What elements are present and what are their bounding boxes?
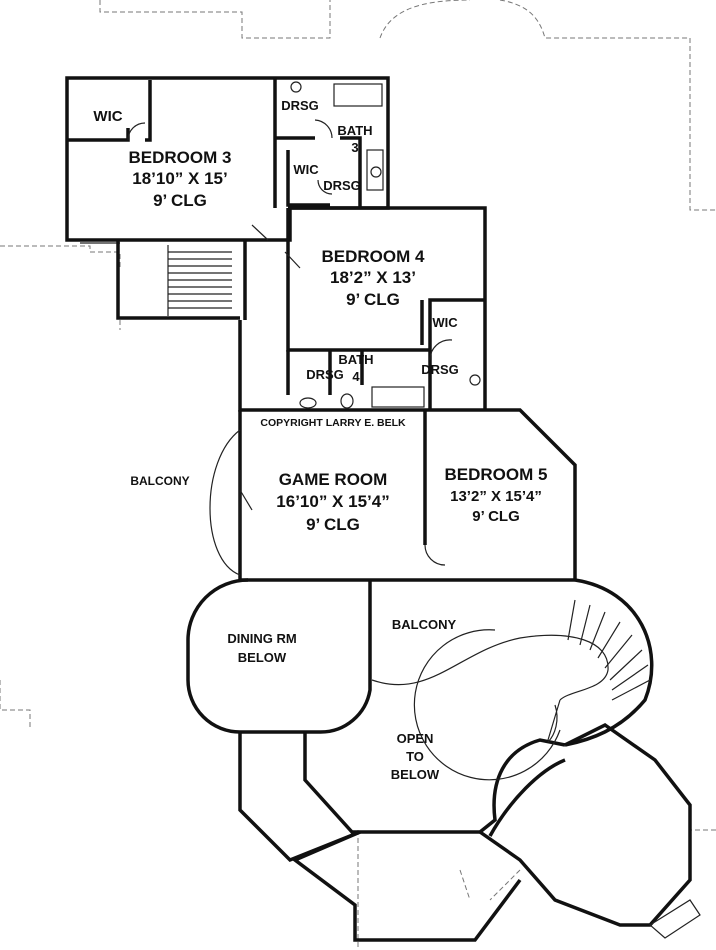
bath-4-area — [238, 320, 485, 412]
drsg-top-label: DRSG — [281, 98, 319, 113]
wic-right-label: WIC — [432, 315, 458, 330]
open-below-line3: BELOW — [391, 767, 440, 782]
copyright-label: COPYRIGHT LARRY E. BELK — [260, 417, 406, 429]
bath-3-number: 3 — [351, 140, 358, 155]
drsg-right-label: DRSG — [421, 362, 459, 377]
dining-below-line2: BELOW — [238, 650, 287, 665]
wic-mid-label: WIC — [293, 162, 319, 177]
open-below-line1: OPEN — [397, 731, 434, 746]
bedroom-4-name: BEDROOM 4 — [322, 247, 426, 266]
staircase-upper — [116, 224, 301, 320]
game-room-name: GAME ROOM — [279, 470, 388, 489]
bedroom-4-size: 18’2” X 13’ — [330, 268, 416, 287]
bedroom-5-ceiling: 9’ CLG — [472, 508, 520, 525]
lower-octagon-walls — [291, 722, 701, 942]
open-below-line2: TO — [406, 749, 424, 764]
bedroom-4-ceiling: 9’ CLG — [346, 290, 400, 309]
bath-3-name: BATH — [337, 123, 372, 138]
game-room-ceiling: 9’ CLG — [306, 515, 360, 534]
bath-3-area — [273, 78, 384, 208]
bedroom-3-name: BEDROOM 3 — [129, 148, 232, 167]
bedroom-3-ceiling: 9’ CLG — [153, 191, 207, 210]
bath-4-number: 4 — [352, 369, 360, 384]
drsg-left-label: DRSG — [306, 367, 344, 382]
bedroom-3-size: 18’10” X 15’ — [132, 169, 227, 188]
wic-top-label: WIC — [93, 108, 122, 125]
dining-below-line1: DINING RM — [227, 631, 296, 646]
bedroom-5-name: BEDROOM 5 — [445, 465, 548, 484]
drsg-mid-label: DRSG — [323, 178, 361, 193]
bedroom-5-size: 13’2” X 15’4” — [450, 488, 542, 505]
balcony-left-label: BALCONY — [130, 474, 189, 488]
dining-below-walls — [186, 578, 372, 734]
game-room-size: 16’10” X 15’4” — [276, 492, 389, 511]
balcony-center-label: BALCONY — [392, 617, 457, 632]
bath-4-name: BATH — [338, 352, 373, 367]
spiral-stair — [567, 599, 651, 701]
